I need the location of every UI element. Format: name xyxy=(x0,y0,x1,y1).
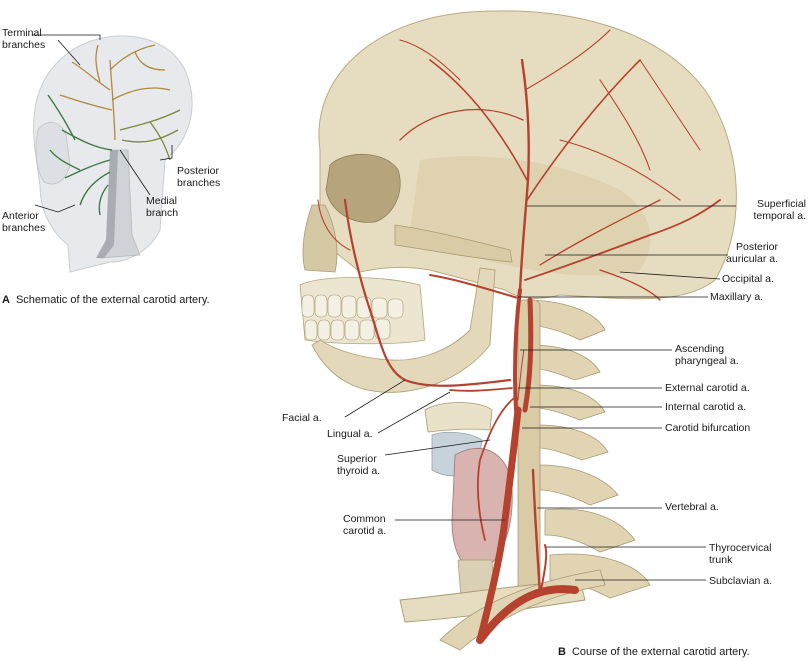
figure-b-leader-lines xyxy=(344,205,736,581)
figure-b-letter: B xyxy=(558,646,566,658)
figure-a-letter: A xyxy=(2,294,10,306)
label-posterior-branches: Posterior branches xyxy=(177,165,221,189)
schematic-head-illustration xyxy=(33,35,193,273)
label-subclavian-artery: Subclavian a. xyxy=(709,575,773,587)
label-superficial-temporal-artery: Superficial temporal a. xyxy=(753,198,806,222)
label-thyrocervical-trunk: Thyrocervical trunk xyxy=(709,542,772,566)
label-superior-thyroid-artery: Superior thyroid a. xyxy=(337,453,381,477)
label-facial-artery: Facial a. xyxy=(282,412,322,424)
label-external-carotid-artery: External carotid a. xyxy=(665,382,750,394)
label-posterior-auricular-artery: Posterior auricular a. xyxy=(726,241,778,265)
terminal-branches-lines xyxy=(59,44,171,141)
label-anterior-branches: Anterior branches xyxy=(2,210,46,234)
label-terminal-branches: Terminal branches xyxy=(2,27,46,51)
figure-b-caption-text: Course of the external carotid artery. xyxy=(571,646,750,658)
anterior-branches-lines xyxy=(47,94,113,216)
cervical-spine xyxy=(524,299,651,599)
figure-a-caption-text: Schematic of the external carotid artery… xyxy=(15,294,210,306)
figure-b-caption: B Course of the external carotid artery. xyxy=(558,646,750,659)
label-occipital-artery: Occipital a. xyxy=(722,273,774,285)
label-maxillary-artery: Maxillary a. xyxy=(710,291,764,303)
figure-a-caption: A Schematic of the external carotid arter… xyxy=(2,294,210,307)
label-carotid-bifurcation: Carotid bifurcation xyxy=(665,422,751,434)
posterior-branches-lines xyxy=(119,109,181,161)
label-vertebral-artery: Vertebral a. xyxy=(665,501,719,513)
label-medial-branch: Medial branch xyxy=(146,195,179,219)
teeth xyxy=(301,294,404,341)
label-internal-carotid-artery: Internal carotid a. xyxy=(665,401,747,413)
label-lingual-artery: Lingual a. xyxy=(327,428,373,440)
figure-a-leader-lines xyxy=(32,34,173,213)
label-ascending-pharyngeal-artery: Ascending pharyngeal a. xyxy=(675,343,739,367)
label-common-carotid-artery: Common carotid a. xyxy=(343,513,387,537)
